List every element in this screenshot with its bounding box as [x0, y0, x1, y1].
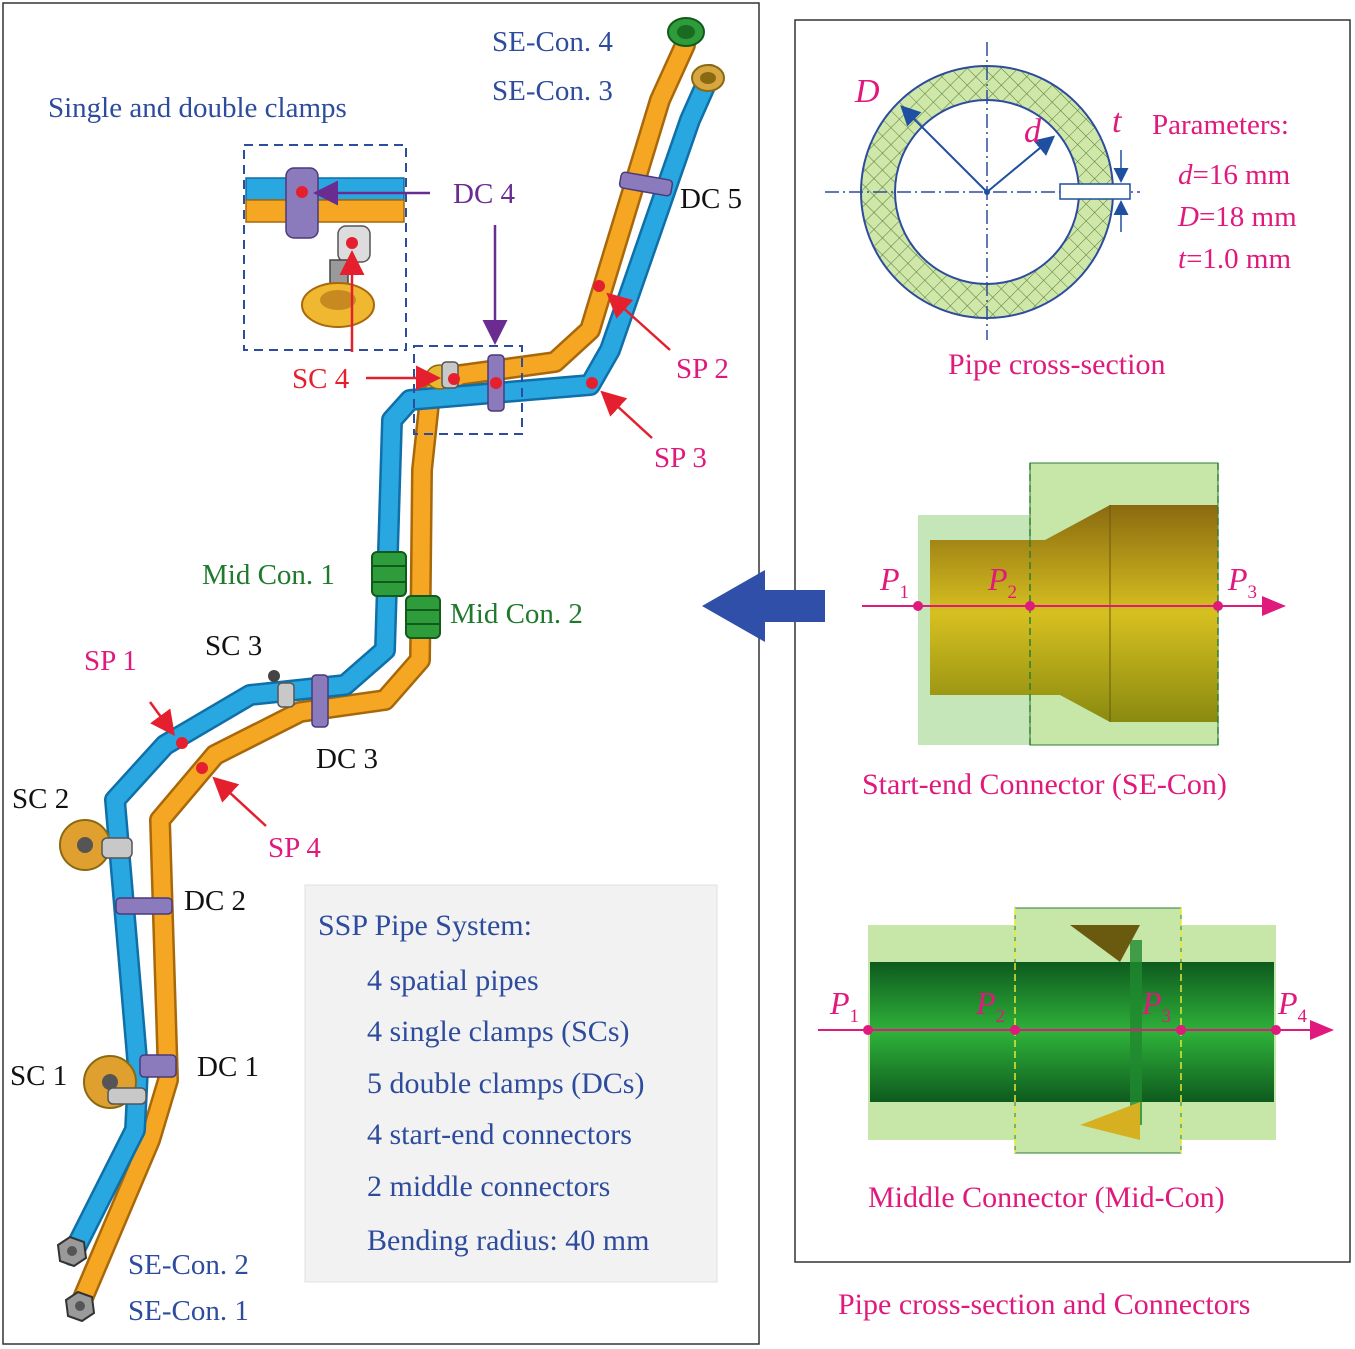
- label-sp2: SP 2: [676, 353, 729, 385]
- se-point-p3: P3: [1227, 561, 1257, 603]
- info-item: 5 double clamps (DCs): [367, 1067, 644, 1100]
- arrow-sp4: [212, 776, 267, 827]
- annotation-arrows: [148, 180, 671, 827]
- label-D: D: [854, 73, 880, 110]
- label-sc2: SC 2: [12, 783, 69, 815]
- info-box-title: SSP Pipe System:: [318, 909, 532, 942]
- single-clamp-sc1: [83, 1055, 147, 1109]
- info-item: Bending radius: 40 mm: [367, 1224, 649, 1257]
- arrow-sp3: [600, 390, 653, 439]
- mid-con-2-fitting: [405, 595, 441, 639]
- label-se-con-2: SE-Con. 2: [128, 1249, 249, 1281]
- label-sc4: SC 4: [292, 363, 350, 395]
- mid-con-1-fitting: [371, 551, 407, 597]
- right-panel-frame: [794, 19, 1351, 1263]
- label-t: t: [1112, 103, 1123, 140]
- point-sp2: [593, 280, 605, 292]
- info-item: 4 spatial pipes: [367, 964, 539, 997]
- label-mid-con-1: Mid Con. 1: [202, 559, 335, 591]
- info-item: 4 start-end connectors: [367, 1118, 632, 1151]
- label-dc5: DC 5: [680, 183, 742, 215]
- pipe-cross-section-diagram: [825, 42, 1140, 340]
- caption-cross-section: Pipe cross-section: [948, 348, 1165, 381]
- mid-point-p3: P3: [1141, 985, 1171, 1027]
- point-inset-sc: [346, 237, 358, 249]
- caption-right-panel: Pipe cross-section and Connectors: [838, 1288, 1250, 1321]
- label-sc3: SC 3: [205, 630, 262, 662]
- mid-point-p1: P1: [829, 985, 859, 1027]
- caption-mid-con: Middle Connector (Mid-Con): [868, 1181, 1225, 1214]
- label-sp3: SP 3: [654, 442, 707, 474]
- arrow-sp2: [606, 292, 671, 351]
- left-panel-frame: [2, 2, 760, 1345]
- param-d: d=16 mm: [1178, 159, 1291, 191]
- double-clamp-dc1: [139, 1054, 177, 1078]
- info-box: [304, 884, 718, 1283]
- param-t: t=1.0 mm: [1178, 243, 1291, 275]
- orange-pipe: [69, 34, 696, 1316]
- double-clamp-dc2: [115, 897, 173, 915]
- measure-points: [176, 186, 605, 774]
- label-mid-con-2: Mid Con. 2: [450, 598, 583, 630]
- clamps-inset: [243, 144, 407, 351]
- se-con-4-fitting: [667, 17, 705, 47]
- label-sp1: SP 1: [84, 645, 137, 677]
- label-d: d: [1024, 113, 1042, 150]
- arrow-sp1: [148, 701, 175, 737]
- param-D: D=18 mm: [1177, 201, 1297, 233]
- se-con-1-fitting: [64, 1290, 96, 1323]
- panel-link-arrow: [702, 570, 825, 642]
- se-con-2-fitting: [56, 1235, 88, 1268]
- caption-se-con: Start-end Connector (SE-Con): [862, 768, 1227, 801]
- blue-pipe: [61, 64, 721, 1266]
- label-dc1: DC 1: [197, 1051, 259, 1083]
- label-se-con-3: SE-Con. 3: [492, 75, 613, 107]
- info-item: 2 middle connectors: [367, 1170, 610, 1203]
- point-sc4: [448, 373, 460, 385]
- label-dc2: DC 2: [184, 885, 246, 917]
- single-clamp-sc3: [268, 670, 295, 708]
- label-dc3: DC 3: [316, 743, 378, 775]
- middle-connector-diagram: [818, 907, 1334, 1154]
- point-sp4: [196, 762, 208, 774]
- label-se-con-1: SE-Con. 1: [128, 1295, 249, 1327]
- label-se-con-4: SE-Con. 4: [492, 26, 613, 58]
- se-point-p1: P1: [879, 561, 909, 603]
- point-sp1: [176, 737, 188, 749]
- point-inset-dc: [296, 186, 308, 198]
- start-end-connector-diagram: [862, 462, 1286, 746]
- label-sp4: SP 4: [268, 832, 321, 864]
- point-dc4: [490, 377, 502, 389]
- mid-point-p4: P4: [1277, 985, 1308, 1027]
- info-item: 4 single clamps (SCs): [367, 1015, 630, 1048]
- double-clamp-dc3: [311, 674, 329, 728]
- single-clamp-sc2: [59, 819, 133, 871]
- point-sp3: [586, 377, 598, 389]
- double-clamp-dc5: [618, 171, 674, 197]
- se-point-p2: P2: [987, 561, 1017, 603]
- label-sc1: SC 1: [10, 1060, 67, 1092]
- params-title: Parameters:: [1152, 109, 1289, 141]
- clamp-region-box: [413, 345, 523, 435]
- label-clamps-title: Single and double clamps: [48, 92, 347, 124]
- mid-point-p2: P2: [975, 985, 1005, 1027]
- label-dc4: DC 4: [453, 178, 516, 210]
- se-con-3-fitting: [691, 64, 725, 92]
